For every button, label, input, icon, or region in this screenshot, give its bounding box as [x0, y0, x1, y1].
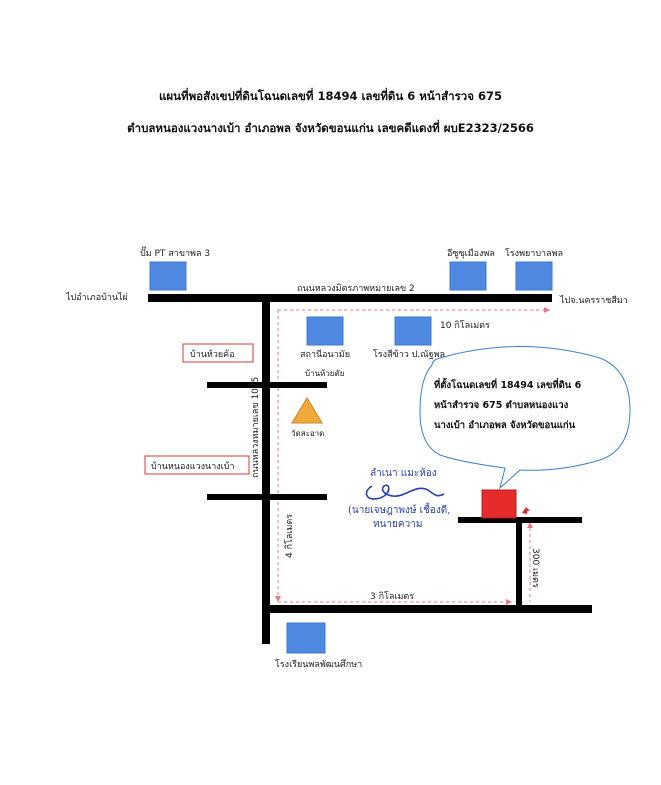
- label-3km: 3 กิโลเมตร: [370, 591, 414, 602]
- map-title-line2: ตำบลหนองแวงนางเบ้า อำเภอพล จังหวัดขอนแก่…: [127, 121, 534, 135]
- village-huai-kho: บ้านห้วยค้อ: [190, 349, 235, 360]
- label-right-direction: ไปจ.นครราชสีมา: [559, 295, 628, 306]
- signature-role: ทนายความ: [373, 519, 422, 530]
- mall-icon: [449, 261, 487, 291]
- small-flag-icon: [522, 507, 530, 514]
- temple-icon: [291, 397, 323, 424]
- road-site: [458, 517, 582, 523]
- label-300m: 300 เมตร: [530, 548, 540, 588]
- route-dashes: [277, 309, 550, 603]
- arrow-4km: [275, 596, 281, 602]
- arrow-300m: [527, 522, 533, 528]
- label-huai-tan: บ้านห้วยตัย: [305, 369, 344, 378]
- village-nong-waeng: บ้านหนองแวงนางเบ้า: [151, 461, 235, 472]
- gas-station-icon: [149, 261, 187, 291]
- road-highway-2: [148, 294, 552, 302]
- arrow-3km: [506, 599, 512, 605]
- callout-line2: หน้าสำรวจ 675 ตำบลหนองแวง: [434, 399, 569, 411]
- label-road-1075: ถนนหลวงหมายเลข 1075: [251, 377, 261, 478]
- hospital-icon: [515, 261, 553, 291]
- label-hospital: โรงพยาบาลพล: [505, 248, 563, 259]
- road-1075: [262, 294, 270, 644]
- signature-full-name: (นายเจษฎาพงษ์ เชื้องดี,: [348, 502, 450, 516]
- target-site-icon: [481, 489, 517, 519]
- label-temple: วัดสะอาด: [291, 429, 324, 438]
- label-mall: อีซูซุเมืองพล: [447, 248, 495, 259]
- label-highway-2: ถนนหลวงมิตรภาพหมายเลข 2: [297, 283, 415, 294]
- label-rice-mill: โรงสีข้าว ป.ณัฐพล: [373, 349, 445, 360]
- rice-mill-icon: [394, 316, 432, 346]
- roads: [148, 294, 592, 644]
- label-4km: 4 กิโลเมตร: [284, 514, 295, 558]
- label-health-station: สถานีอนามัย: [300, 349, 350, 360]
- road-nong-waeng: [207, 494, 327, 500]
- callout-bubble: [419, 346, 631, 490]
- signature-stroke: [365, 484, 445, 500]
- village-box-huai-kho: [182, 343, 254, 363]
- callout-line3: นางเบ้า อำเภอพล จังหวัดขอนแก่น: [434, 419, 576, 431]
- road-bottom: [262, 605, 592, 613]
- label-school: โรงเรียนพลพัฒนศึกษา: [275, 659, 362, 670]
- road-huai-kho: [207, 382, 327, 388]
- buildings: [149, 261, 553, 654]
- health-station-icon: [306, 316, 344, 346]
- label-gas-station: ปั๊ม PT สาขาพล 3: [140, 246, 210, 259]
- map-title-line1: แผนที่พอสังเขปที่ดินโฉนดเลขที่ 18494 เลข…: [158, 89, 502, 103]
- road-to-site: [516, 520, 522, 613]
- label-left-direction: ไปอำเภอบ้านไผ่: [65, 292, 128, 303]
- signature-name-top: ลำเนา แมะห้อง: [370, 467, 437, 479]
- arrow-10km: [544, 307, 550, 313]
- label-10km: 10 กิโลเมตร: [440, 320, 490, 331]
- route-arrows: [275, 307, 550, 605]
- village-box-nong-waeng: [144, 455, 250, 475]
- callout-line1: ที่ตั้งโฉนดเลขที่ 18494 เลขที่ดิน 6: [434, 377, 582, 391]
- school-icon: [286, 622, 326, 654]
